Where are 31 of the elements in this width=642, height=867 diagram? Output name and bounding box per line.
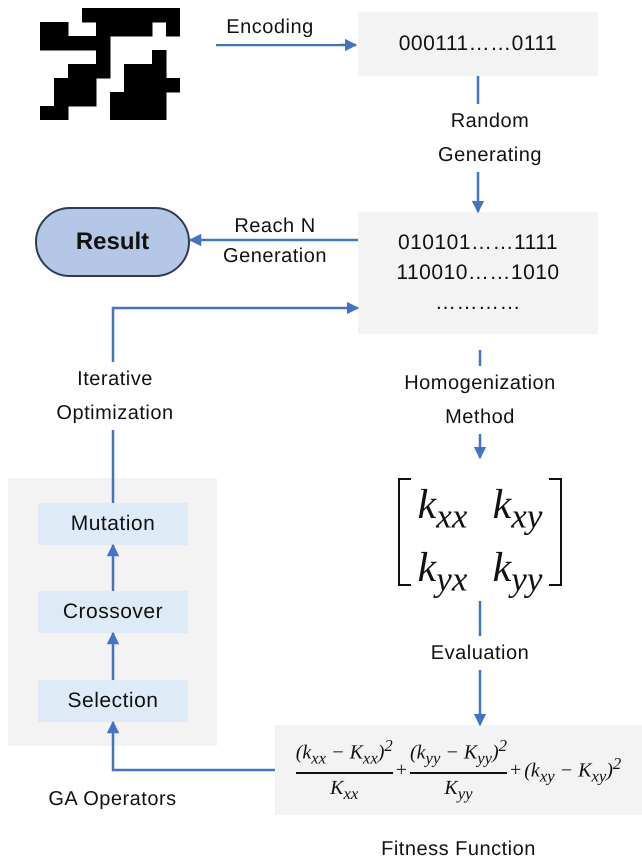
arrow — [106, 632, 120, 680]
plus-sign: + — [396, 758, 407, 782]
node-label: Fitness Function — [380, 838, 537, 861]
edge-label: Reach N Generation — [222, 214, 328, 269]
step-label: Crossover — [62, 599, 164, 625]
process-box — [38, 591, 188, 633]
plus-sign: + — [510, 758, 522, 782]
binary-string: 110010……1010 — [396, 260, 560, 286]
node-label: GA Operators — [47, 788, 178, 811]
binary-string: 000111……0111 — [398, 31, 558, 57]
arrow — [106, 720, 275, 772]
process-box — [38, 680, 188, 722]
numerator: (k$_{xx}$ − K$_{xx}$)$^{2}$ — [296, 736, 393, 770]
step-label: Selection — [68, 688, 158, 714]
process-box — [38, 503, 188, 545]
denominator: K$_{yy}$ — [444, 776, 473, 804]
pixel-grid-picture — [40, 8, 180, 120]
arrow — [188, 234, 358, 246]
arrow — [106, 544, 120, 591]
population-box — [358, 212, 598, 334]
formula-box — [275, 725, 642, 815]
step-label: Mutation — [70, 511, 156, 537]
numerator: (k$_{yy}$ − K$_{yy}$)$^{2}$ — [410, 736, 507, 770]
code-box — [358, 12, 598, 76]
formula-term: (k$_{xy}$ − K$_{xy}$)$^{2}$ — [524, 754, 622, 786]
binary-string: ………… — [435, 290, 521, 316]
denominator: K$_{xx}$ — [330, 776, 358, 804]
arrow — [216, 38, 358, 52]
group-panel — [8, 478, 217, 746]
binary-string: 010101……1111 — [398, 230, 558, 256]
terminal-label: Result — [76, 228, 150, 256]
